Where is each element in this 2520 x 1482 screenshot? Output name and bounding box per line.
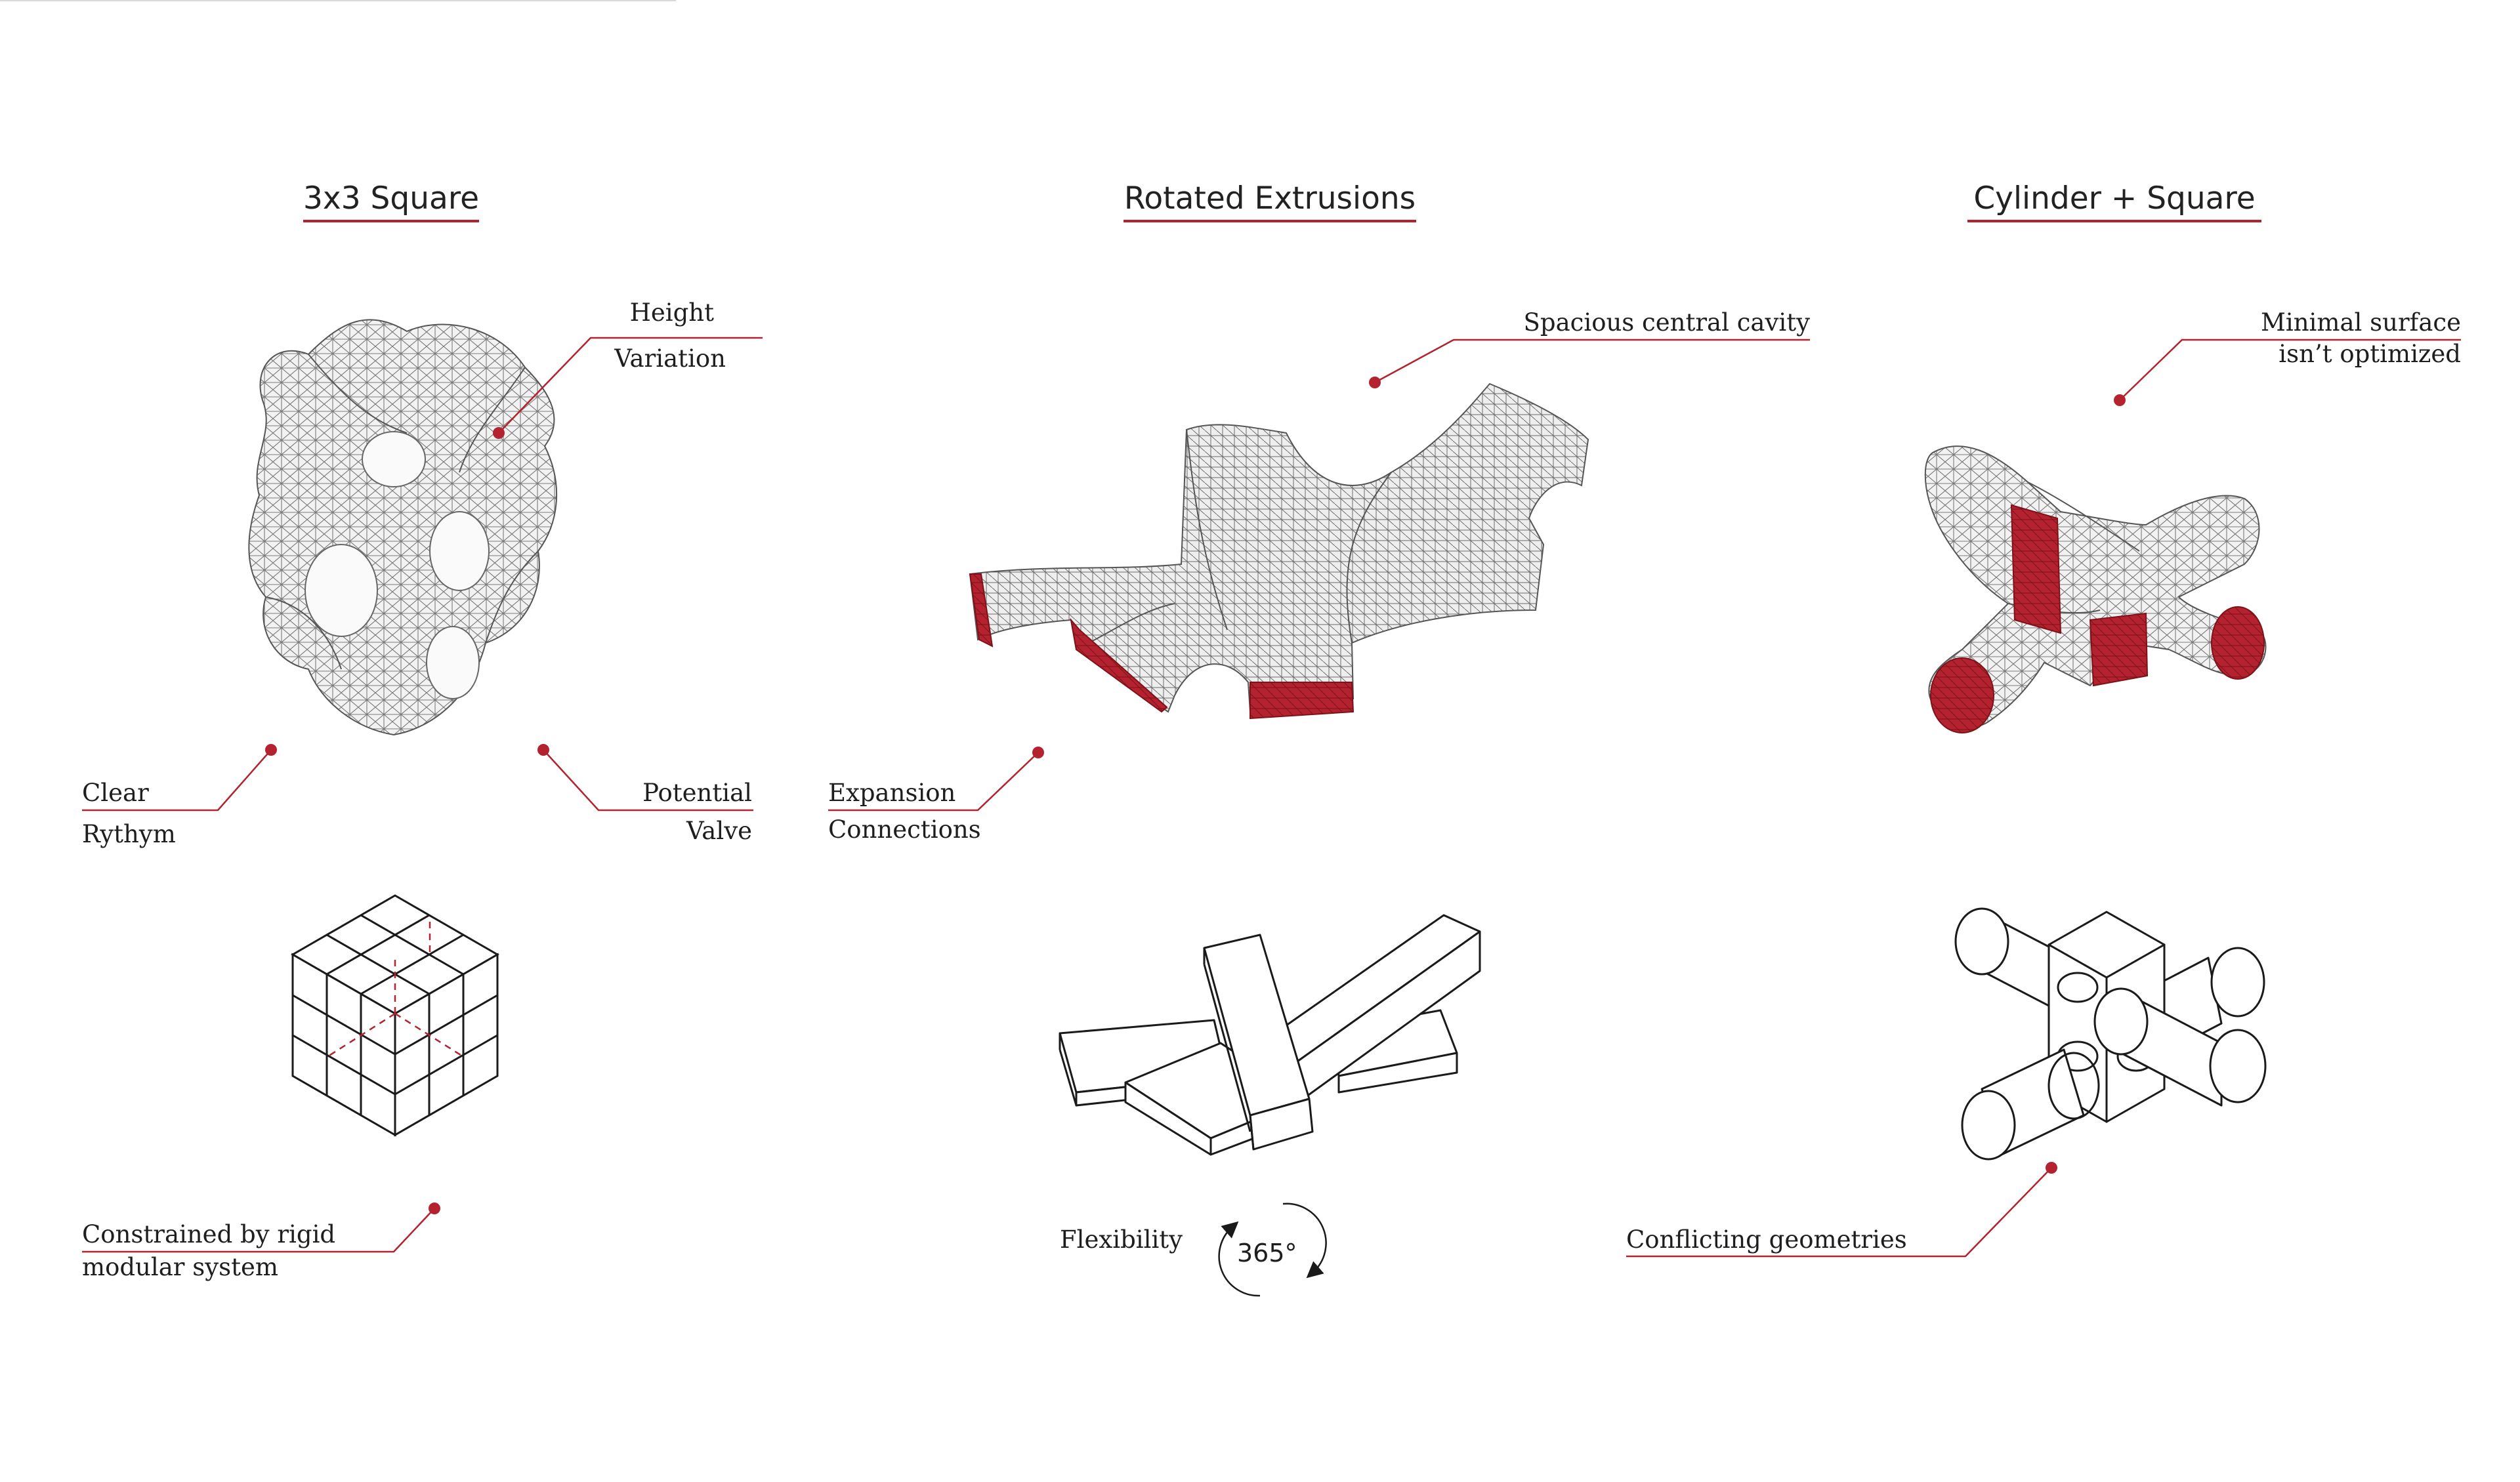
leaders-section-3 (1626, 339, 2461, 1258)
label-potential: Potential (642, 779, 752, 807)
marker-expansion (1032, 747, 1044, 758)
label-constrained: Constrained by rigid (82, 1220, 336, 1248)
label-height: Height (629, 298, 714, 327)
marker-conflicting (2046, 1162, 2057, 1174)
label-conflicting: Conflicting geometries (1626, 1225, 1907, 1254)
marker-height (493, 427, 505, 439)
red-face-left (969, 573, 994, 648)
marker-cavity (1369, 377, 1381, 388)
marker-constrained (429, 1203, 440, 1214)
red-plane-2 (2089, 612, 2149, 687)
red-plane-1 (2010, 504, 2062, 634)
leader-constrained (82, 1208, 435, 1253)
leader-height (498, 337, 763, 434)
red-cap-left (1930, 657, 1994, 733)
leader-expansion (828, 752, 1039, 812)
label-clear: Clear (82, 779, 149, 807)
label-flexibility: Flexibility (1060, 1225, 1183, 1254)
leaders-section-2 (828, 339, 1810, 812)
label-minimal-surface: Minimal surface (2261, 308, 2461, 337)
marker-potential (537, 744, 549, 756)
red-cap-right (2211, 606, 2265, 680)
top-rule (0, 0, 676, 1)
extrusion-mesh-object (969, 382, 1589, 720)
marker-minimal (2114, 394, 2126, 406)
label-valve: Valve (686, 817, 752, 845)
gyroid-mesh-object (248, 319, 558, 736)
cube-hidden-axes (327, 922, 463, 1058)
label-connections: Connections (828, 815, 981, 844)
extrusion-line-drawing (1059, 914, 1481, 1156)
leader-clear (82, 749, 272, 812)
red-face-mid (1070, 617, 1168, 713)
cube-3x3-drawing (290, 894, 500, 1137)
leader-minimal (2119, 339, 2461, 401)
rotation-arrows (1218, 1203, 1327, 1297)
leader-potential (543, 749, 753, 812)
section-title-3: Cylinder + Square (1973, 180, 2256, 216)
rotation-badge: 365° (1237, 1239, 1297, 1267)
red-face-right (1250, 682, 1354, 720)
label-cavity: Spacious central cavity (1523, 308, 1810, 337)
label-variation: Variation (614, 344, 726, 373)
label-expansion: Expansion (828, 779, 956, 807)
cylinder-square-line-drawing (1954, 907, 2267, 1161)
marker-clear (265, 744, 277, 756)
cylinder-mesh-object (1924, 445, 2267, 733)
section-title-2: Rotated Extrusions (1124, 180, 1416, 216)
leader-cavity (1374, 339, 1810, 384)
label-not-optimized: isn’t optimized (2278, 340, 2461, 368)
label-modular: modular system (82, 1253, 278, 1281)
label-rythym: Rythym (82, 820, 176, 848)
leader-conflicting (1626, 1167, 2052, 1258)
leaders-section-1 (82, 337, 763, 1253)
section-title-1: 3x3 Square (303, 180, 480, 216)
